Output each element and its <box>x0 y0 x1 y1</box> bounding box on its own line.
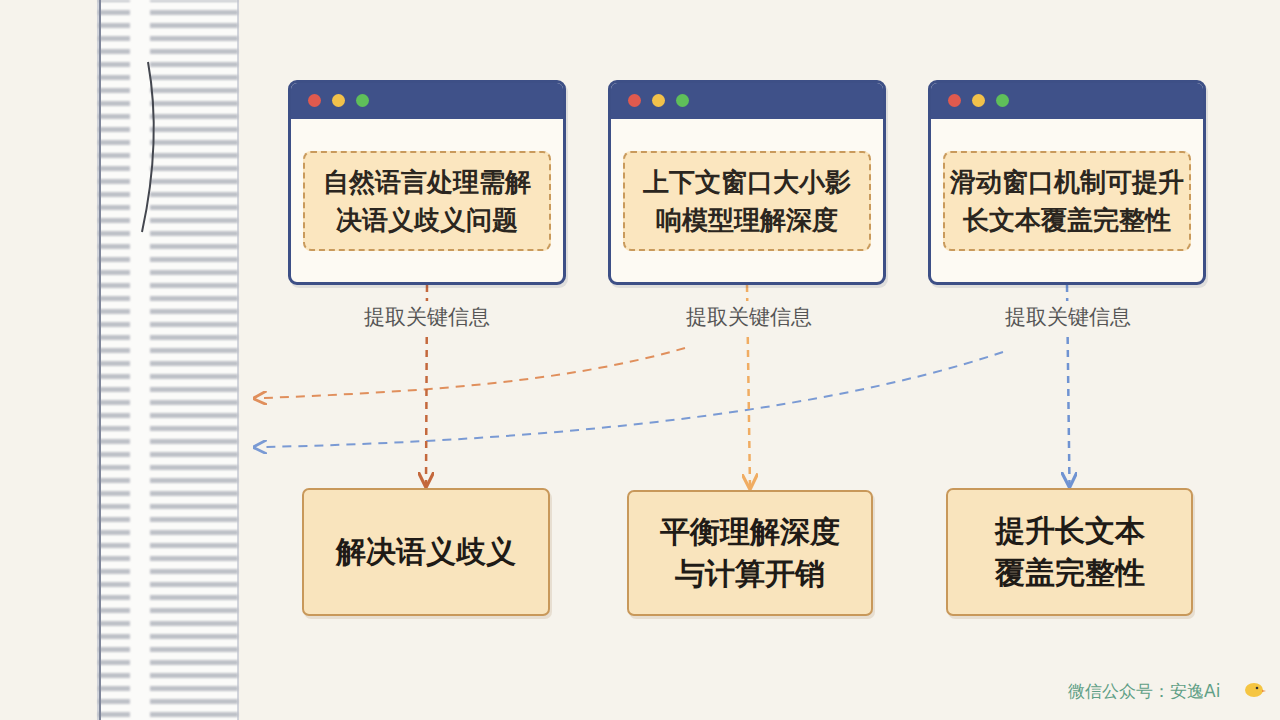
result-box: 解决语义歧义 <box>302 488 550 616</box>
browser-window-box: 自然语言处理需解决语义歧义问题 <box>288 80 566 285</box>
window-title-bar <box>291 83 563 119</box>
edge-label: 提取关键信息 <box>1001 301 1135 333</box>
browser-window-box: 上下文窗口大小影响模型理解深度 <box>608 80 886 285</box>
edge-label: 提取关键信息 <box>682 301 816 333</box>
window-body: 自然语言处理需解决语义歧义问题 <box>291 119 563 282</box>
window-button-dot <box>996 94 1009 107</box>
window-body: 上下文窗口大小影响模型理解深度 <box>611 119 883 282</box>
window-button-dot <box>652 94 665 107</box>
icon-beak <box>1262 690 1266 692</box>
window-button-dot <box>356 94 369 107</box>
icon-eye <box>1256 687 1259 690</box>
window-statement: 自然语言处理需解决语义歧义问题 <box>303 151 551 251</box>
window-statement: 滑动窗口机制可提升长文本覆盖完整性 <box>943 151 1191 251</box>
window-button-dot <box>308 94 321 107</box>
watermark-text: 微信公众号：安逸Ai <box>1068 680 1220 703</box>
result-text: 提升长文本覆盖完整性 <box>988 510 1151 594</box>
window-button-dot <box>628 94 641 107</box>
window-body: 滑动窗口机制可提升长文本覆盖完整性 <box>931 119 1203 282</box>
dashed-return-arrow <box>264 352 1003 447</box>
result-text: 平衡理解深度与计算开销 <box>657 511 843 595</box>
document-text-lines <box>98 0 238 720</box>
window-statement: 上下文窗口大小影响模型理解深度 <box>623 151 871 251</box>
browser-window-box: 滑动窗口机制可提升长文本覆盖完整性 <box>928 80 1206 285</box>
watermark-icon <box>1245 683 1266 697</box>
edge-label: 提取关键信息 <box>360 301 494 333</box>
document-edge <box>99 0 101 720</box>
result-box: 平衡理解深度与计算开销 <box>627 490 873 616</box>
window-button-dot <box>972 94 985 107</box>
document-strip <box>98 0 238 720</box>
window-button-dot <box>332 94 345 107</box>
icon-body <box>1245 683 1263 697</box>
document-fold-line <box>142 62 154 232</box>
window-button-dot <box>948 94 961 107</box>
window-button-dot <box>676 94 689 107</box>
result-text: 解决语义歧义 <box>336 531 516 573</box>
window-title-bar <box>931 83 1203 119</box>
window-title-bar <box>611 83 883 119</box>
dashed-return-arrow <box>264 348 685 398</box>
result-box: 提升长文本覆盖完整性 <box>946 488 1193 616</box>
